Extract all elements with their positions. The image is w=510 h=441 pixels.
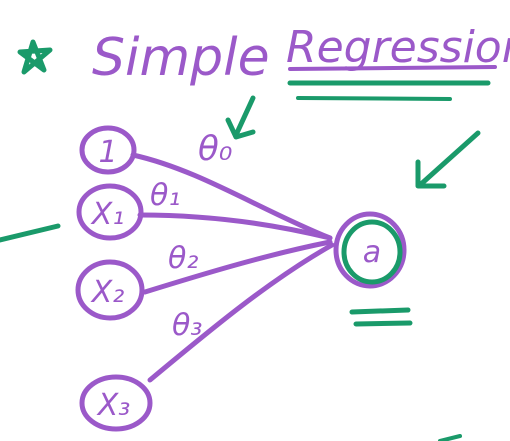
node-output-label: a (363, 235, 381, 270)
edge-bias-output (130, 152, 333, 241)
node-x3: X₃ (79, 374, 153, 432)
arrow-output-icon (415, 130, 481, 189)
edge-x3-output (147, 242, 335, 383)
output-underline-2 (353, 320, 413, 327)
corner-mark-line (438, 434, 462, 441)
node-bias-label: 1 (98, 135, 117, 170)
weight-theta0: θ₀ (198, 129, 233, 169)
title-underline-purple (288, 65, 497, 71)
edge-x2-output (142, 239, 333, 295)
node-x1: X₁ (76, 183, 144, 241)
node-x2-label: X₂ (90, 275, 125, 310)
weight-theta2: θ₂ (168, 241, 198, 276)
node-x2: X₂ (75, 259, 145, 321)
title-simple: Simple (92, 28, 270, 88)
side-mark-line (0, 223, 61, 243)
title-regression: Regression (286, 22, 510, 73)
edge-x1-output (137, 212, 333, 241)
node-bias: 1 (79, 125, 137, 175)
node-output: a (333, 211, 407, 289)
title-underline-green-2 (296, 96, 452, 101)
node-x1-label: X₁ (90, 197, 125, 232)
output-underline-1 (349, 307, 411, 315)
star-icon (17, 39, 53, 75)
node-x3-label: X₃ (96, 388, 131, 423)
weight-theta1: θ₁ (150, 178, 180, 213)
arrow-theta0-icon (225, 95, 256, 140)
weight-theta3: θ₃ (172, 308, 202, 343)
